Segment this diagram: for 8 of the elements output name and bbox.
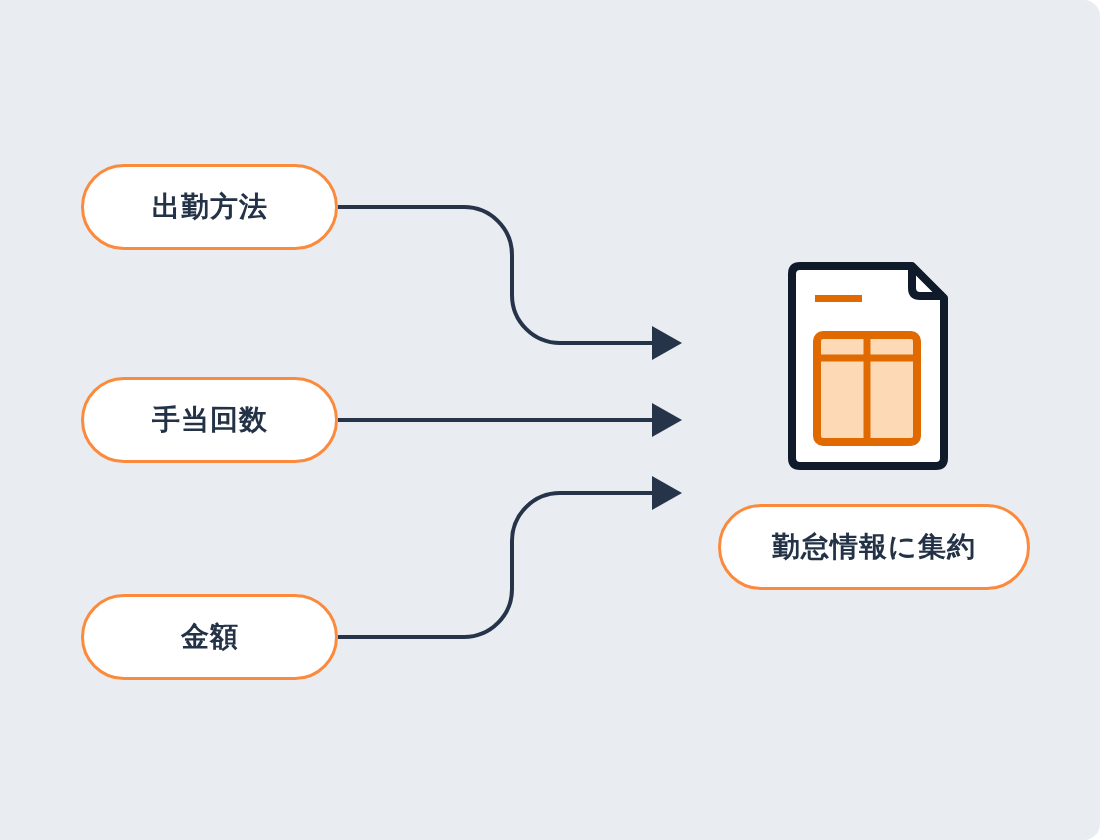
document-icon bbox=[788, 262, 948, 470]
node-label: 金額 bbox=[180, 620, 239, 654]
node-label: 手当回数 bbox=[151, 403, 268, 437]
arrow bbox=[338, 476, 682, 639]
node-label: 出勤方法 bbox=[151, 190, 268, 224]
arrow bbox=[338, 403, 682, 437]
arrow bbox=[338, 205, 682, 360]
node-label: 勤怠情報に集約 bbox=[772, 530, 976, 564]
